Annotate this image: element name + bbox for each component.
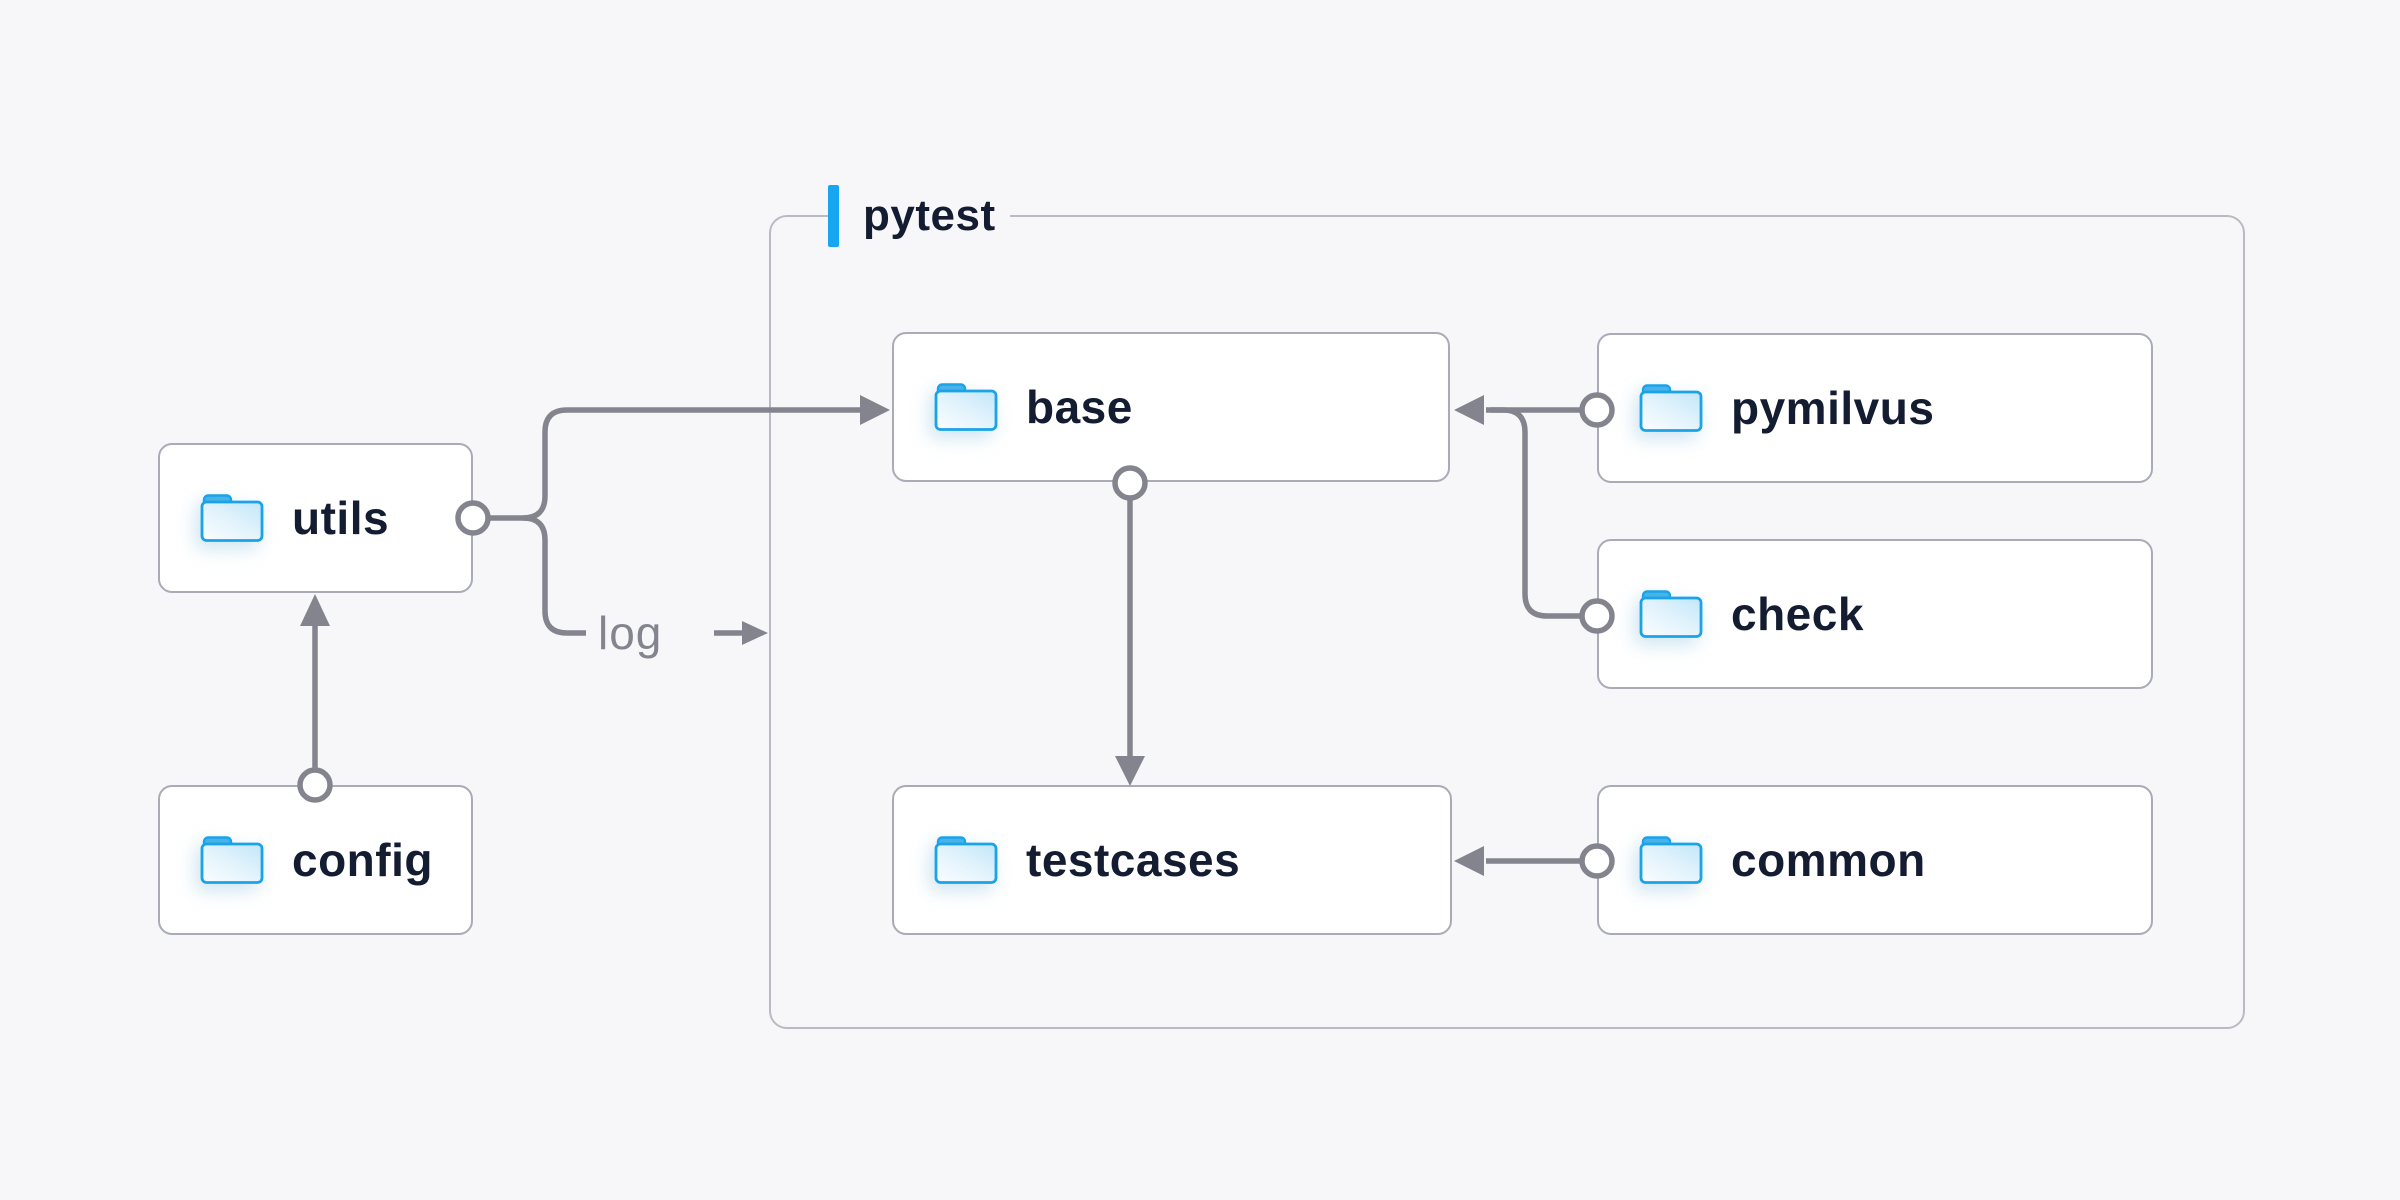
edge-label-log: log: [598, 607, 663, 659]
node-config: config: [158, 785, 473, 935]
node-common: common: [1597, 785, 2153, 935]
node-testcases: testcases: [892, 785, 1452, 935]
arrowhead-up-icon: [300, 594, 330, 626]
node-utils-label: utils: [292, 492, 390, 544]
group-pytest: [769, 215, 2245, 1029]
arrowhead-right-icon: [742, 621, 768, 645]
node-check-label: check: [1731, 588, 1864, 640]
node-config-label: config: [292, 834, 433, 886]
node-pymilvus: pymilvus: [1597, 333, 2153, 483]
node-utils: utils: [158, 443, 473, 593]
folder-icon: [200, 494, 264, 542]
folder-icon: [1639, 590, 1703, 638]
folder-icon: [934, 836, 998, 884]
accent-bar-icon: [828, 185, 839, 247]
node-pymilvus-label: pymilvus: [1731, 382, 1935, 434]
folder-icon: [1639, 384, 1703, 432]
folder-icon: [200, 836, 264, 884]
node-testcases-label: testcases: [1026, 834, 1241, 886]
node-common-label: common: [1731, 834, 1926, 886]
group-pytest-label: pytest: [828, 184, 1010, 248]
folder-icon: [1639, 836, 1703, 884]
edge-config-to-utils: [297, 594, 333, 803]
folder-icon: [934, 383, 998, 431]
node-base: base: [892, 332, 1450, 482]
node-base-label: base: [1026, 381, 1133, 433]
group-label-text: pytest: [863, 191, 996, 240]
node-check: check: [1597, 539, 2153, 689]
